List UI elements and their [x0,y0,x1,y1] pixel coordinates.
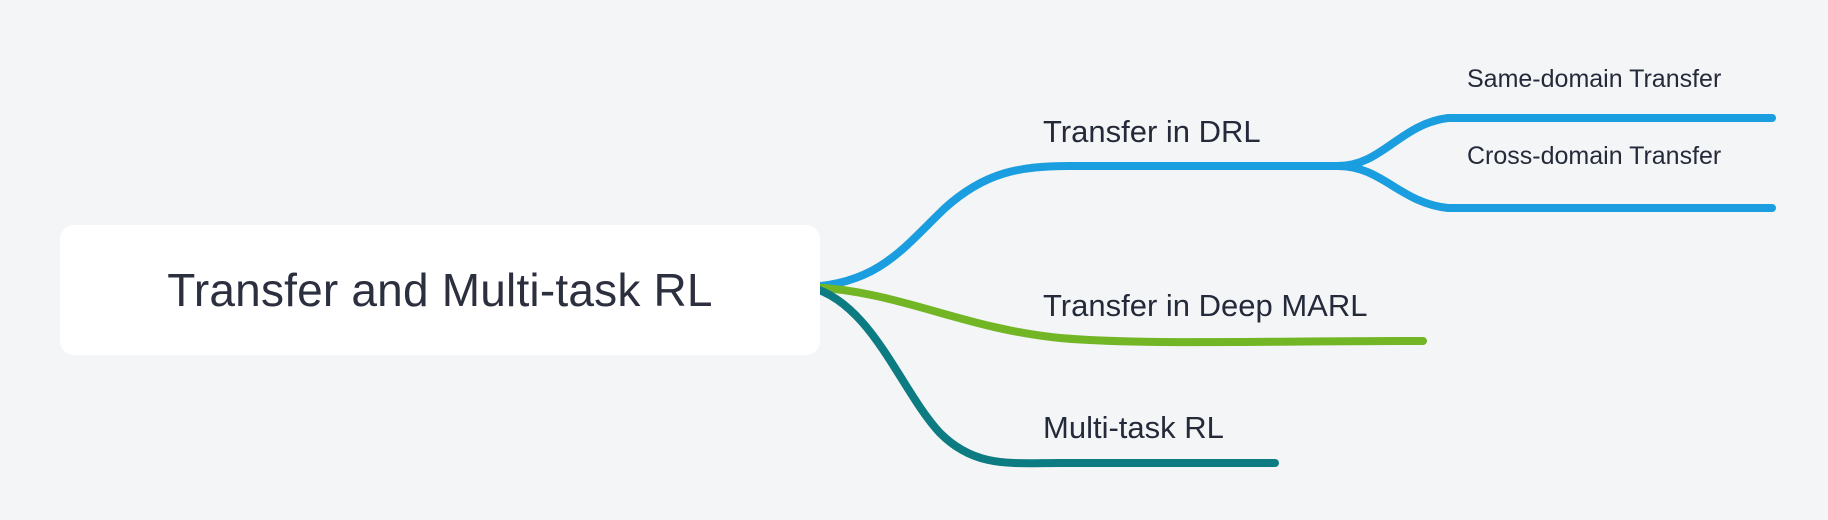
root-node-label: Transfer and Multi-task RL [167,264,713,316]
branch-label-multi-task-rl[interactable]: Multi-task RL [1043,410,1224,445]
edge-root-to-transfer-in-deep-marl [806,283,1427,347]
edge-root-to-transfer-in-drl [806,162,1342,291]
root-node[interactable]: Transfer and Multi-task RL [60,225,820,355]
branch-label-transfer-in-deep-marl[interactable]: Transfer in Deep MARL [1043,288,1368,323]
edge-root-to-multi-task-rl [806,283,1279,468]
branch-label-cross-domain-transfer[interactable]: Cross-domain Transfer [1467,142,1722,170]
branch-label-transfer-in-drl[interactable]: Transfer in DRL [1043,114,1261,149]
edge-drl-to-cross-domain-transfer [1334,162,1776,212]
branch-label-same-domain-transfer[interactable]: Same-domain Transfer [1467,65,1722,93]
